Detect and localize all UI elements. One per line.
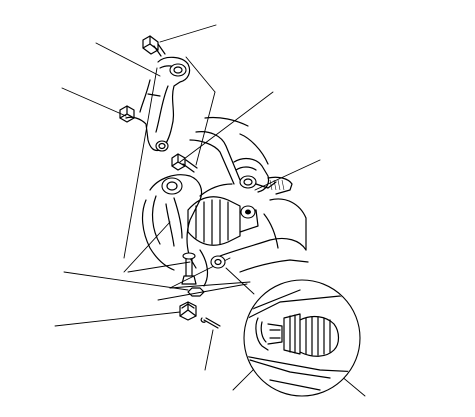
frame-line-3 xyxy=(123,67,158,259)
leader-upper-arm-nut xyxy=(61,87,127,117)
frame-line-5 xyxy=(127,261,191,273)
leader-cotter-pin xyxy=(204,329,214,371)
leader-bolt-mid xyxy=(179,91,274,163)
driveshaft-boot xyxy=(187,196,259,246)
frame-line-1 xyxy=(185,56,216,93)
lock-nut-part xyxy=(179,301,197,321)
lower-arm-part xyxy=(199,198,309,287)
leader-bolt-top xyxy=(159,24,217,43)
detail-link-line xyxy=(225,267,255,295)
frame-line-7 xyxy=(169,281,251,289)
frame-line-2 xyxy=(195,91,216,166)
frame-line-8 xyxy=(157,283,248,301)
frame-line-4 xyxy=(123,221,171,273)
tie-rod-end-part xyxy=(233,157,293,195)
upper-arm-nut-part xyxy=(119,105,135,123)
knuckle-body xyxy=(141,116,269,271)
cotter-pin-part xyxy=(200,317,221,329)
bolt-mid-part xyxy=(171,153,198,173)
ball-joint xyxy=(181,252,205,297)
leader-upper-arm xyxy=(95,42,161,77)
upper-arm-part xyxy=(125,56,191,152)
leader-lower-nut xyxy=(63,271,189,291)
bolt-top-part xyxy=(142,35,166,57)
leader-lock-nut xyxy=(54,311,181,327)
leader-tie-rod-end xyxy=(254,159,321,191)
leader-lines xyxy=(54,24,366,397)
